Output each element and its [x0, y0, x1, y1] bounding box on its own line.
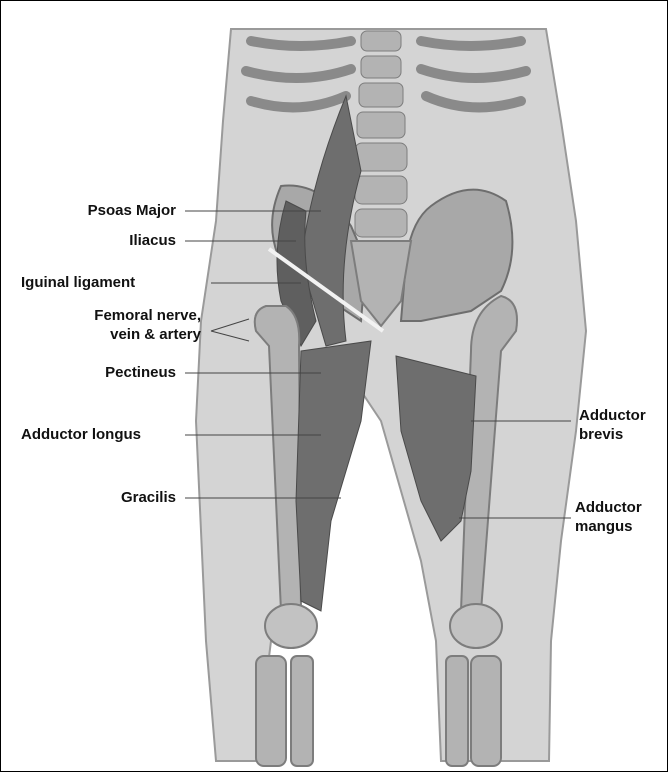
right-kneecap [450, 604, 502, 648]
label-pectineus: Pectineus [21, 363, 176, 382]
label-femoral-line1: Femoral nerve, [21, 306, 201, 325]
lower-leg-bones [256, 656, 501, 766]
left-adductor-group [296, 341, 371, 611]
label-inguinal-ligament: Iguinal ligament [21, 273, 211, 292]
label-psoas-major: Psoas Major [21, 201, 176, 220]
left-kneecap [265, 604, 317, 648]
label-adductor-magnus-line2: mangus [575, 517, 665, 536]
label-adductor-brevis-line1: Adductor [579, 406, 668, 425]
label-adductor-longus: Adductor longus [21, 425, 186, 444]
label-gracilis: Gracilis [21, 488, 176, 507]
body-silhouette [196, 29, 586, 761]
label-adductor-magnus-line1: Adductor [575, 498, 665, 517]
label-adductor-brevis-line2: brevis [579, 425, 668, 444]
label-femoral-line2: vein & artery [21, 325, 201, 344]
label-iliacus: Iliacus [21, 231, 176, 250]
